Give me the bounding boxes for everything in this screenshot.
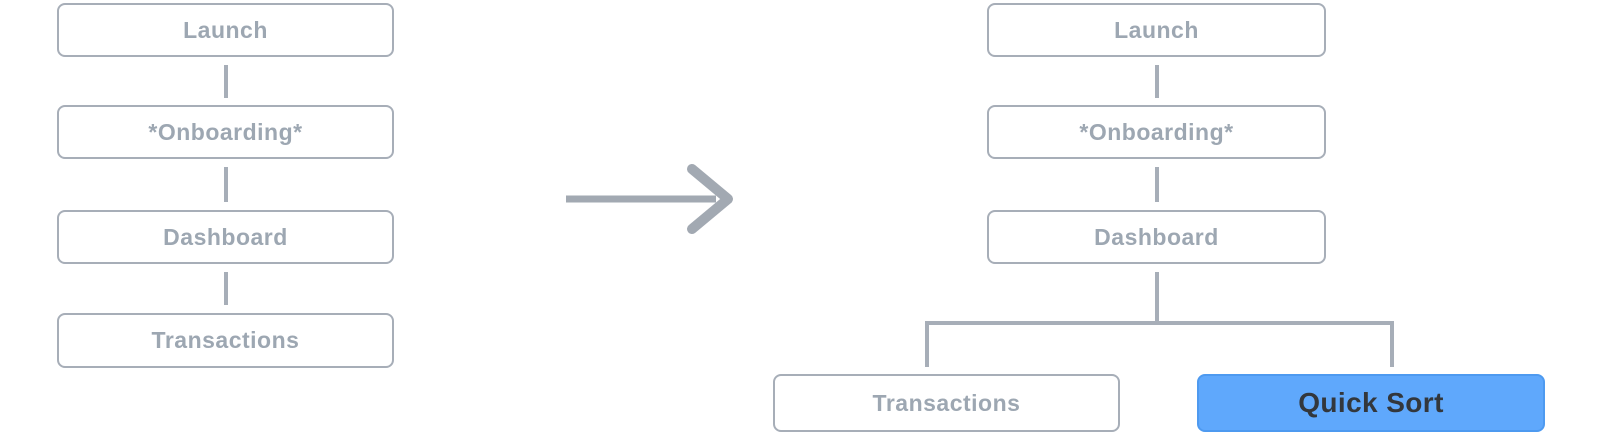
node-label: Launch: [1114, 16, 1199, 43]
node-transactions-before[interactable]: Transactions: [57, 313, 394, 368]
connector-line: [224, 272, 228, 305]
node-label: Dashboard: [1094, 223, 1219, 250]
node-launch-after[interactable]: Launch: [987, 3, 1326, 57]
node-onboarding-before[interactable]: *Onboarding*: [57, 105, 394, 159]
branch-drop-line-left: [925, 321, 929, 367]
node-dashboard-after[interactable]: Dashboard: [987, 210, 1326, 264]
node-label: Transactions: [151, 327, 300, 353]
node-label: Launch: [183, 16, 268, 43]
node-quick-sort[interactable]: Quick Sort: [1197, 374, 1545, 432]
node-label: *Onboarding*: [1079, 118, 1234, 145]
node-launch-before[interactable]: Launch: [57, 3, 394, 57]
node-dashboard-before[interactable]: Dashboard: [57, 210, 394, 264]
node-label: *Onboarding*: [148, 118, 303, 145]
branch-horizontal-line: [925, 321, 1394, 325]
right-arrow-icon: [558, 162, 738, 241]
branch-stem-line: [1155, 272, 1159, 325]
node-transactions-after[interactable]: Transactions: [773, 374, 1120, 432]
connector-line: [1155, 167, 1159, 202]
branch-drop-line-right: [1390, 321, 1394, 367]
node-label: Dashboard: [163, 223, 288, 250]
connector-line: [224, 65, 228, 98]
node-onboarding-after[interactable]: *Onboarding*: [987, 105, 1326, 159]
node-label: Transactions: [872, 389, 1021, 416]
connector-line: [224, 167, 228, 202]
connector-line: [1155, 65, 1159, 98]
node-label: Quick Sort: [1298, 387, 1444, 418]
